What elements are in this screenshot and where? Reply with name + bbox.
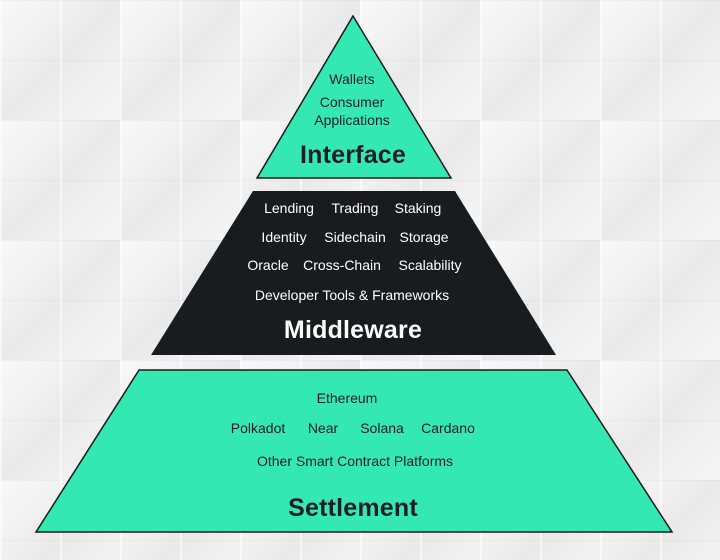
- middleware-item-developer-tools: Developer Tools & Frameworks: [254, 287, 450, 303]
- middleware-item-sidechain: Sidechain: [324, 229, 386, 245]
- settlement-tier-shape: [34, 369, 674, 533]
- middleware-title: Middleware: [283, 316, 423, 344]
- middleware-item-trading: Trading: [331, 200, 379, 216]
- settlement-item-polkadot: Polkadot: [230, 420, 286, 436]
- middleware-item-cross-chain: Cross-Chain: [303, 257, 381, 273]
- middleware-item-storage: Storage: [399, 229, 449, 245]
- middleware-item-staking: Staking: [394, 200, 442, 216]
- settlement-item-near: Near: [307, 420, 339, 436]
- interface-tier-shape: [255, 14, 453, 179]
- settlement-item-cardano: Cardano: [421, 420, 475, 436]
- middleware-item-scalability: Scalability: [398, 257, 462, 273]
- middleware-item-identity: Identity: [261, 229, 307, 245]
- settlement-item-solana: Solana: [360, 420, 404, 436]
- middleware-item-lending: Lending: [264, 200, 314, 216]
- settlement-title: Settlement: [288, 494, 418, 522]
- settlement-item-other-platforms: Other Smart Contract Platforms: [256, 453, 454, 469]
- middleware-tier-shape: [151, 191, 556, 355]
- middleware-item-oracle: Oracle: [247, 257, 289, 273]
- settlement-item-ethereum: Ethereum: [316, 390, 378, 406]
- interface-title: Interface: [299, 141, 407, 169]
- interface-item-wallets: Wallets: [329, 71, 375, 87]
- interface-item-consumer: Consumer: [319, 94, 385, 110]
- interface-item-applications: Applications: [314, 112, 390, 128]
